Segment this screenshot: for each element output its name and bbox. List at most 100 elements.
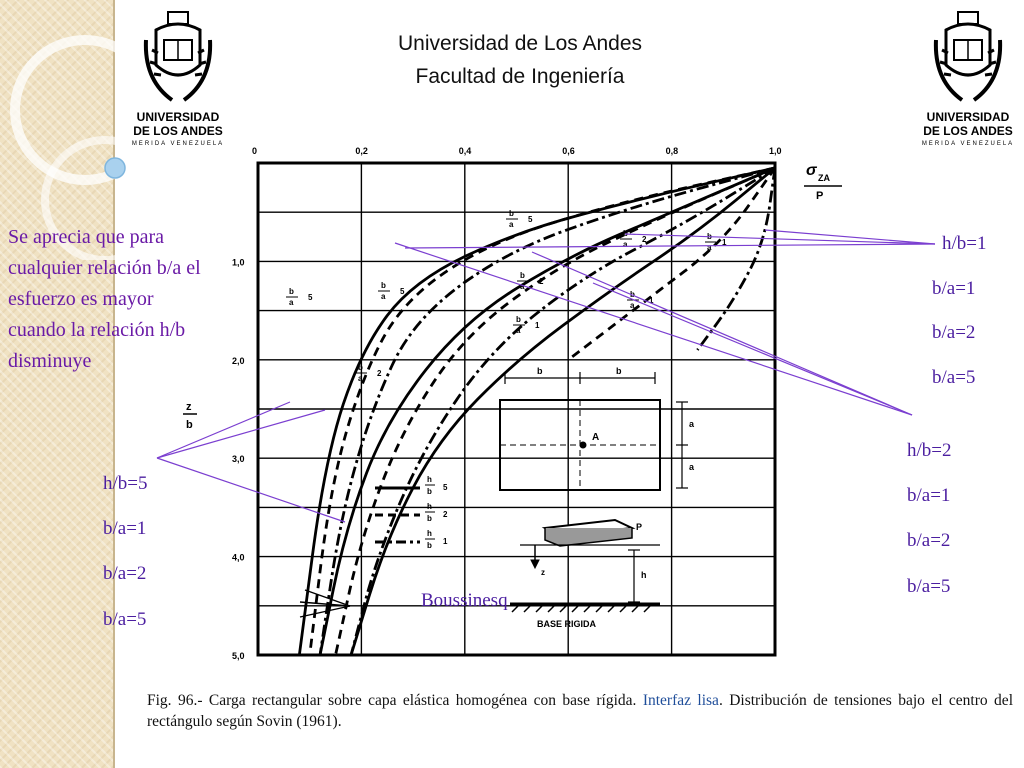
inset-dim-b: b xyxy=(537,366,543,376)
x-axis-label-bottom: P xyxy=(816,190,823,202)
svg-text:5: 5 xyxy=(400,287,405,296)
curve-label-h2b2: b a2 xyxy=(517,271,544,291)
svg-text:b: b xyxy=(381,281,386,290)
curve-label-h5b1: b a 1 xyxy=(513,315,540,335)
inset-dim-b: b xyxy=(616,366,622,376)
svg-text:5: 5 xyxy=(443,483,448,492)
inset-section-diagram xyxy=(510,518,660,613)
inset-depth-h: h xyxy=(641,570,647,580)
svg-text:h: h xyxy=(427,529,432,538)
svg-text:2: 2 xyxy=(377,369,382,378)
annotation-h1-ba2: b/a=2 xyxy=(932,322,976,343)
series-line-dashed xyxy=(567,167,777,361)
y-tick-label: 2,0 xyxy=(232,356,245,366)
x-tick-label: 1,0 xyxy=(769,146,782,156)
curve-label-h2b5: b a 5 xyxy=(378,281,405,301)
svg-text:b: b xyxy=(427,541,432,550)
svg-text:2: 2 xyxy=(539,277,544,286)
x-tick-label: 0,6 xyxy=(562,146,575,156)
svg-text:b: b xyxy=(509,209,514,218)
svg-text:1: 1 xyxy=(649,296,654,305)
x-tick-label: 0,2 xyxy=(355,146,368,156)
svg-text:h: h xyxy=(427,502,432,511)
svg-text:b: b xyxy=(516,315,521,324)
svg-text:a: a xyxy=(509,220,514,229)
university-logo-left: UNIVERSIDAD DE LOS ANDES MERIDA VENEZUEL… xyxy=(128,10,228,150)
x-tick-label: 0,8 xyxy=(666,146,679,156)
svg-text:2: 2 xyxy=(642,235,647,244)
y-tick-label: 3,0 xyxy=(232,454,245,464)
inset-dim-a: a xyxy=(689,419,695,429)
caption-part1: Fig. 96.- Carga rectangular sobre capa e… xyxy=(147,692,643,709)
y-tick-label: 4,0 xyxy=(232,553,245,563)
caption-part2: . Distribución de tensiones bajo el cent… xyxy=(147,692,1013,730)
annotation-h1: h/b=1 xyxy=(942,233,987,254)
inset-load-p: P xyxy=(636,522,642,532)
inset-base-label: BASE RIGIDA xyxy=(537,619,597,629)
annotation-h5-ba5: b/a=5 xyxy=(103,609,147,630)
series-line-dashdot xyxy=(318,166,776,656)
annotation-boussinesq: Boussinesq xyxy=(421,590,508,611)
curve-label-h5b2: b a 2 xyxy=(355,363,382,383)
svg-text:a: a xyxy=(707,243,712,252)
annotation-h2-ba5: b/a=5 xyxy=(907,576,951,597)
svg-text:1: 1 xyxy=(722,238,727,247)
annotation-h5: h/b=5 xyxy=(103,473,148,494)
chart-grid xyxy=(256,161,777,657)
series-line-dashed xyxy=(334,166,776,656)
header-university: Universidad de Los Andes xyxy=(398,32,642,55)
university-emblem-icon xyxy=(143,11,213,102)
svg-text:b: b xyxy=(520,271,525,280)
annotation-h5-ba2: b/a=2 xyxy=(103,563,147,584)
series-line-dashed xyxy=(308,166,776,656)
svg-text:b: b xyxy=(358,363,363,372)
y-axis-label-top: z xyxy=(186,401,192,413)
chart-series xyxy=(297,166,777,656)
svg-text:a: a xyxy=(516,326,521,335)
svg-text:5: 5 xyxy=(308,293,313,302)
curve-label-h1b5: b a 5 xyxy=(506,209,533,229)
university-emblem-icon xyxy=(933,11,1003,102)
curve-label-h1: b a1 xyxy=(705,232,727,252)
annotation-h5-ba1: b/a=1 xyxy=(103,518,147,539)
explanation-note: Se aprecia que para cualquier relación b… xyxy=(8,226,201,372)
decorative-dot-icon xyxy=(104,157,126,179)
inset-dim-a: a xyxy=(689,462,695,472)
svg-text:1: 1 xyxy=(535,321,540,330)
chart-legend: h b 5 h b 2 h b 1 xyxy=(375,475,448,550)
svg-text:1: 1 xyxy=(443,537,448,546)
annotation-h1-ba5: b/a=5 xyxy=(932,367,976,388)
series-line-dashdot xyxy=(696,167,777,351)
svg-text:h: h xyxy=(427,475,432,484)
svg-text:b: b xyxy=(427,487,432,496)
inset-point-a: A xyxy=(592,432,599,443)
annotation-h2-ba2: b/a=2 xyxy=(907,530,951,551)
svg-text:5: 5 xyxy=(528,215,533,224)
inset-z: z xyxy=(541,568,545,577)
x-tick-label: 0 xyxy=(252,146,257,156)
svg-text:a: a xyxy=(381,292,386,301)
y-tick-label: 1,0 xyxy=(232,257,245,267)
x-tick-label: 0,4 xyxy=(459,146,472,156)
svg-text:a: a xyxy=(289,298,294,307)
curve-label-h5b5: b a 5 xyxy=(286,287,313,307)
svg-text:a: a xyxy=(358,374,363,383)
x-axis-label-sub: ZA xyxy=(818,173,830,183)
annotation-h2-ba1: b/a=1 xyxy=(907,485,951,506)
svg-text:b: b xyxy=(289,287,294,296)
series-line-solid xyxy=(297,166,776,656)
decorative-rings xyxy=(10,35,160,260)
svg-text:a: a xyxy=(630,301,635,310)
caption-highlight: Interfaz lisa xyxy=(642,692,719,709)
figure-caption: Fig. 96.- Carga rectangular sobre capa e… xyxy=(147,690,1013,732)
svg-text:2: 2 xyxy=(443,510,448,519)
sidebar-divider xyxy=(113,0,115,768)
series-line-solid xyxy=(349,166,776,656)
svg-text:b: b xyxy=(427,514,432,523)
university-logo-right: UNIVERSIDAD DE LOS ANDES MERIDA VENEZUEL… xyxy=(918,10,1018,150)
y-axis-label-bottom: b xyxy=(186,419,193,431)
svg-text:a: a xyxy=(623,240,628,249)
annotation-h1-ba1: b/a=1 xyxy=(932,278,976,299)
